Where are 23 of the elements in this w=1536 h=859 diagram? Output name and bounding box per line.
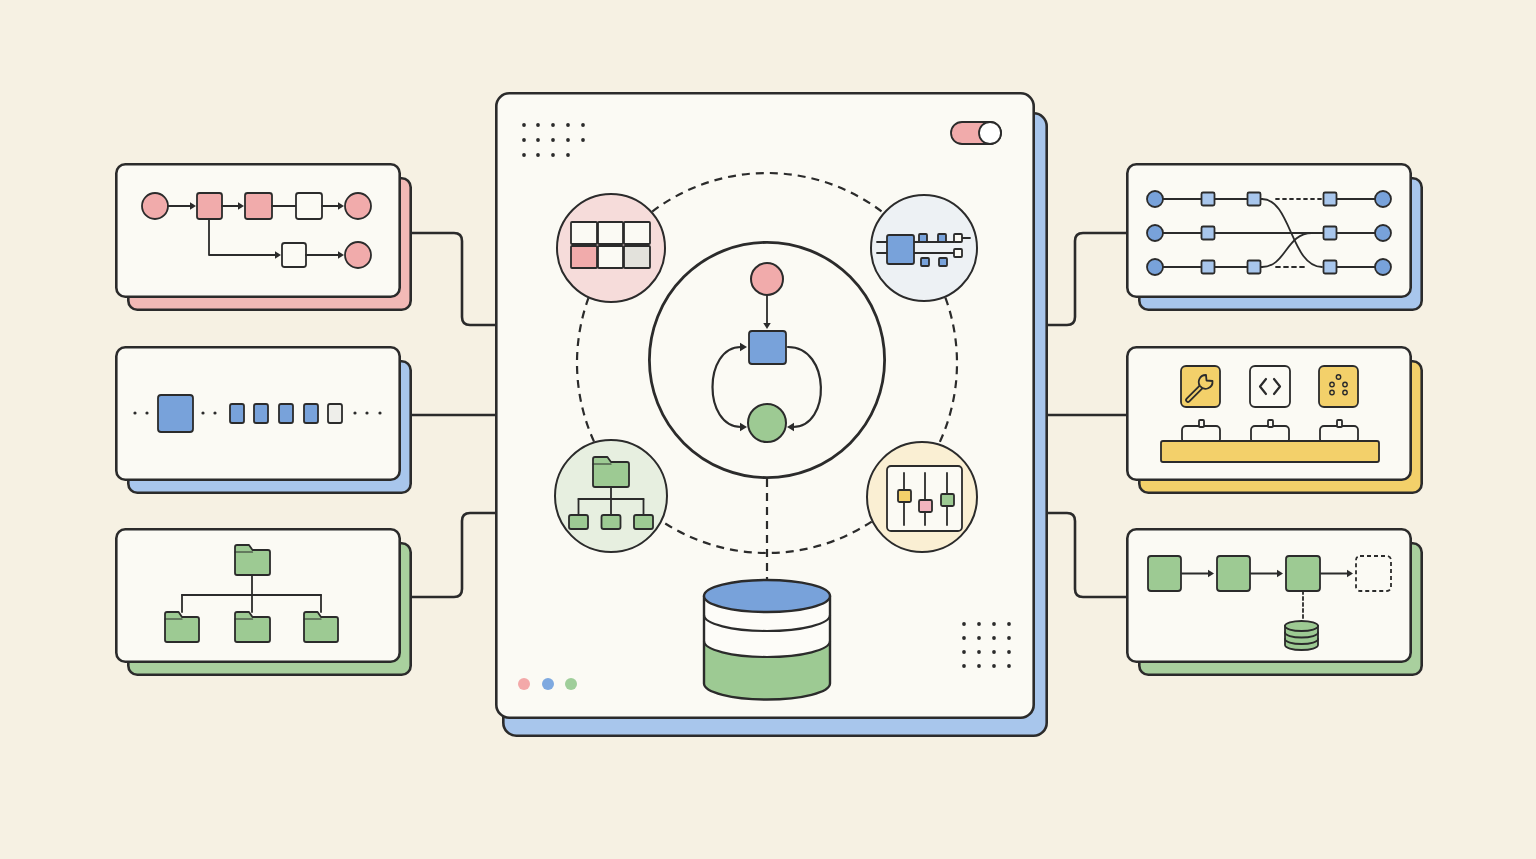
connector-line: [1048, 413, 1126, 417]
pipeline-card: [1126, 528, 1423, 676]
dashed-arc: [651, 172, 884, 214]
connector-line: [412, 511, 495, 599]
queue-card: [115, 346, 412, 494]
folder-tree-card: [115, 528, 412, 676]
app-window-panel: [495, 92, 1048, 737]
tool-rack-card: [1126, 346, 1423, 494]
chip-circle: [870, 194, 978, 302]
folder-tree-circle: [554, 439, 668, 553]
flowchart-card: [115, 163, 412, 311]
cycle-circle: [648, 241, 886, 479]
dashed-arc: [576, 297, 596, 442]
connector-line: [412, 413, 495, 417]
grid-circle: [556, 193, 666, 303]
dashed-arc: [938, 297, 958, 445]
dashed-line: [765, 479, 769, 579]
connector-line: [1048, 511, 1126, 599]
sliders-circle: [866, 441, 978, 553]
branching-lines-card: [1126, 163, 1423, 311]
connector-line: [412, 231, 495, 327]
connector-line: [1048, 231, 1126, 327]
database-cylinder: [703, 579, 831, 701]
